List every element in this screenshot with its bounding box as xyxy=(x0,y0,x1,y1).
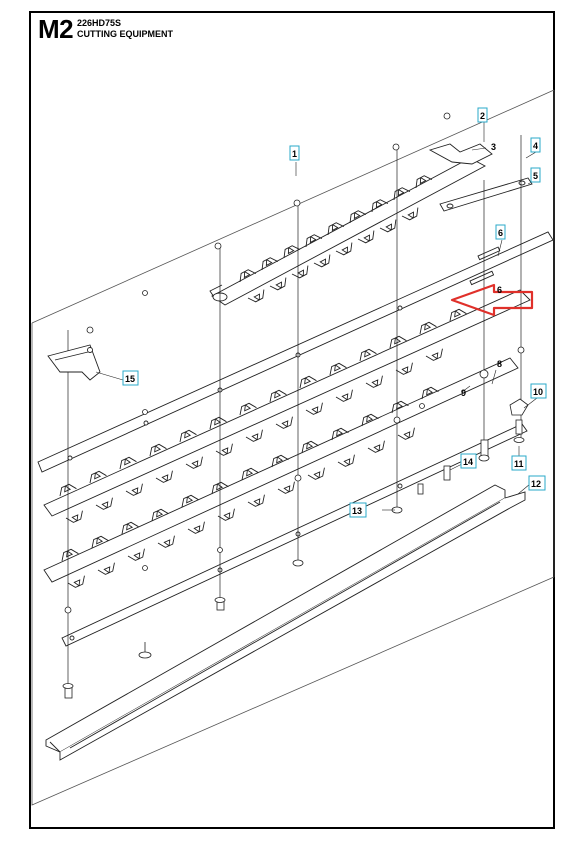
blade-guard xyxy=(45,484,526,761)
leader-lines xyxy=(95,122,538,511)
callout-12: 12 xyxy=(528,475,546,491)
model-number: 226HD75S xyxy=(77,18,122,28)
lower-blade-a xyxy=(43,289,531,525)
svg-text:2: 2 xyxy=(480,111,485,121)
callout-8: 8 xyxy=(497,359,502,369)
svg-text:8: 8 xyxy=(497,359,502,369)
callouts: 1 2 3 4 5 6 6 8 9 10 11 12 13 14 15 xyxy=(122,107,547,518)
guide-bar-upper xyxy=(37,231,554,473)
svg-text:13: 13 xyxy=(352,506,362,516)
callout-13: 13 xyxy=(349,502,367,518)
section-title: CUTTING EQUIPMENT xyxy=(77,29,173,39)
callout-1: 1 xyxy=(289,145,300,161)
guide-plate xyxy=(439,177,533,212)
callout-10: 10 xyxy=(530,383,547,399)
bolt-lines xyxy=(67,135,522,690)
svg-text:3: 3 xyxy=(491,142,496,152)
callout-11: 11 xyxy=(511,455,527,471)
callout-6a: 6 xyxy=(495,224,506,240)
callout-2: 2 xyxy=(477,107,488,123)
section-code: M2 xyxy=(38,14,74,44)
callout-3: 3 xyxy=(491,142,496,152)
highlight-arrow xyxy=(450,283,534,317)
svg-text:6: 6 xyxy=(498,228,503,238)
callout-14: 14 xyxy=(460,453,477,469)
bolts xyxy=(62,112,529,699)
svg-text:5: 5 xyxy=(533,171,538,181)
svg-text:10: 10 xyxy=(533,387,543,397)
svg-text:12: 12 xyxy=(531,479,541,489)
svg-text:14: 14 xyxy=(463,457,473,467)
guide-bar-lower xyxy=(61,423,528,647)
callout-6b: 6 xyxy=(497,285,502,295)
callout-15: 15 xyxy=(122,370,139,386)
svg-text:9: 9 xyxy=(461,388,466,398)
svg-text:11: 11 xyxy=(514,459,524,469)
bracket xyxy=(47,344,101,381)
callout-4: 4 xyxy=(530,137,541,153)
svg-text:15: 15 xyxy=(125,374,135,384)
callout-5: 5 xyxy=(530,167,541,183)
svg-text:6: 6 xyxy=(497,285,502,295)
svg-text:1: 1 xyxy=(292,149,297,159)
lower-blade-b xyxy=(43,357,519,590)
callout-9: 9 xyxy=(461,388,466,398)
assembly-outline xyxy=(31,89,555,806)
svg-text:4: 4 xyxy=(533,141,538,151)
